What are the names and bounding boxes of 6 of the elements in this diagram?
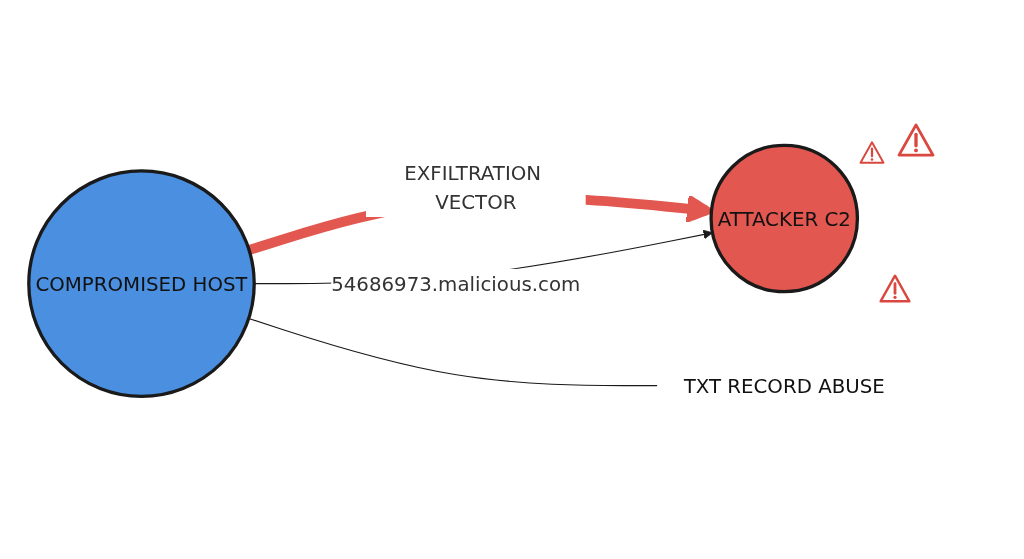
edge-label: 54686973.malicious.com <box>331 272 581 296</box>
edge-label: EXFILTRATION VECTOR <box>404 160 542 214</box>
node-circle: COMPROMISED HOST <box>27 169 256 399</box>
connector <box>248 317 658 387</box>
node-circle: ATTACKER C2 <box>709 143 860 294</box>
node-text: TXT RECORD ABUSE <box>683 374 885 398</box>
